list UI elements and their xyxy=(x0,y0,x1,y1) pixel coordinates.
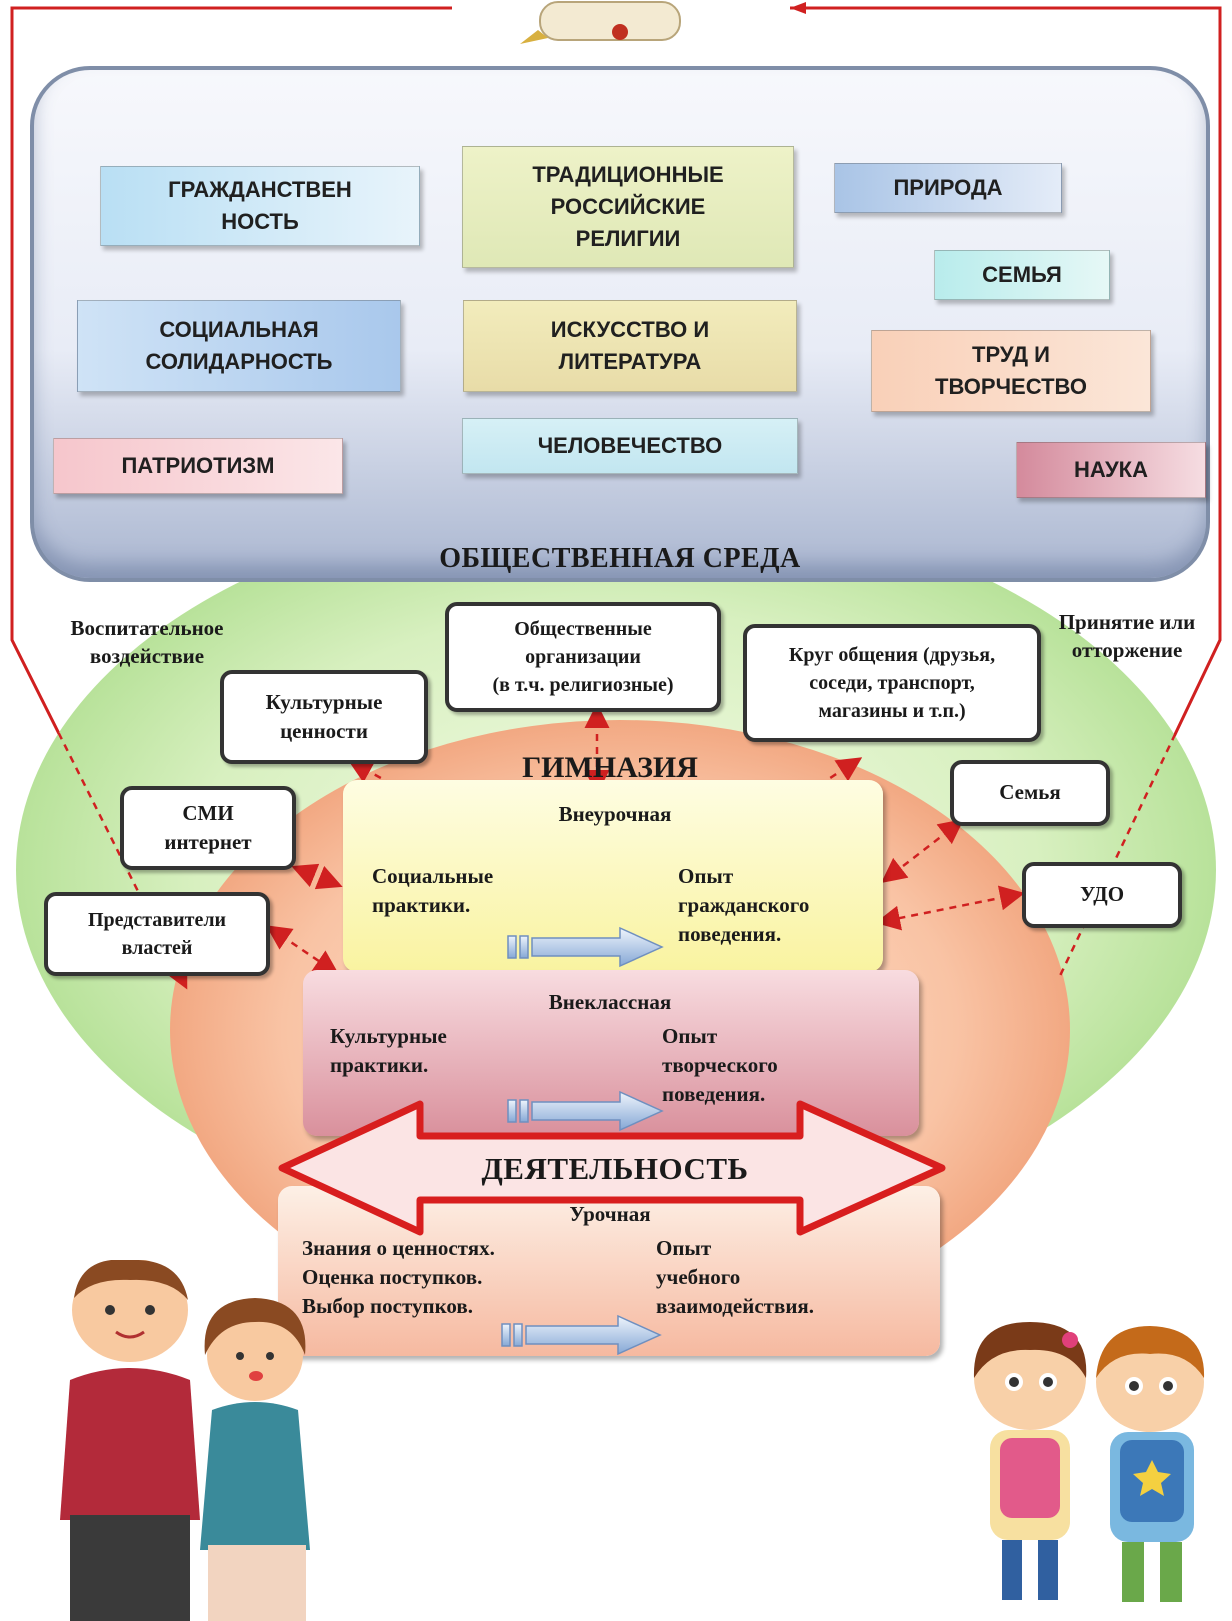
extracurricular-title: Внеурочная xyxy=(558,802,672,826)
node-authorities: Представители властей xyxy=(44,892,270,976)
activity-label: ДЕЯТЕЛЬНОСТЬ xyxy=(481,1151,749,1186)
extracurricular-right: Опыт гражданского поведения. xyxy=(678,864,810,946)
blue-arrow-lesson xyxy=(501,1314,662,1356)
lesson-right: Опыт учебного взаимодействия. xyxy=(656,1236,815,1318)
value-science: НАУКА xyxy=(1016,442,1206,498)
diploma-scroll-icon xyxy=(520,1,681,44)
social-environment-title: ОБЩЕСТВЕННАЯ СРЕДА xyxy=(439,543,801,574)
activity-double-arrow xyxy=(278,1100,946,1236)
label-educational-influence: Воспитательное воздействие xyxy=(70,616,224,669)
node-udo: УДО xyxy=(1022,862,1182,928)
lesson-title: Урочная xyxy=(569,1202,651,1226)
value-nature: ПРИРОДА xyxy=(834,163,1062,213)
label-acceptance-rejection: Принятие или отторжение xyxy=(1058,610,1196,663)
value-humanity: ЧЕЛОВЕЧЕСТВО xyxy=(462,418,798,474)
value-religions: ТРАДИЦИОННЫЕ РОССИЙСКИЕ РЕЛИГИИ xyxy=(462,146,794,268)
outofclass-left: Культурные практики. xyxy=(330,1024,447,1077)
outofclass-right: Опыт творческого поведения. xyxy=(662,1024,778,1106)
lesson-left: Знания о ценностях. Оценка поступков. Вы… xyxy=(302,1236,495,1318)
value-labor: ТРУД И ТВОРЧЕСТВО xyxy=(871,330,1151,412)
blue-arrow-extracurricular xyxy=(507,926,664,968)
value-citizenship: ГРАЖДАНСТВЕН НОСТЬ xyxy=(100,166,420,246)
node-public-organizations: Общественные организации (в т.ч. религио… xyxy=(445,602,721,712)
value-patriotism: ПАТРИОТИЗМ xyxy=(53,438,343,494)
value-family: СЕМЬЯ xyxy=(934,250,1110,300)
node-social-circle: Круг общения (друзья, соседи, транспорт,… xyxy=(743,624,1041,742)
blue-arrow-outofclass xyxy=(507,1090,664,1132)
gymnasium-title: ГИМНАЗИЯ xyxy=(522,751,698,784)
outofclass-title: Внеклассная xyxy=(548,990,672,1014)
extracurricular-left: Социальные практики. xyxy=(372,864,494,917)
node-family: Семья xyxy=(950,760,1110,826)
node-media-internet: СМИ интернет xyxy=(120,786,296,870)
node-cultural-values: Культурные ценности xyxy=(220,670,428,764)
value-art: ИСКУССТВО И ЛИТЕРАТУРА xyxy=(463,300,797,392)
value-solidarity: СОЦИАЛЬНАЯ СОЛИДАРНОСТЬ xyxy=(77,300,401,392)
children-illustration xyxy=(973,1322,1205,1602)
adults-illustration xyxy=(60,1260,310,1621)
